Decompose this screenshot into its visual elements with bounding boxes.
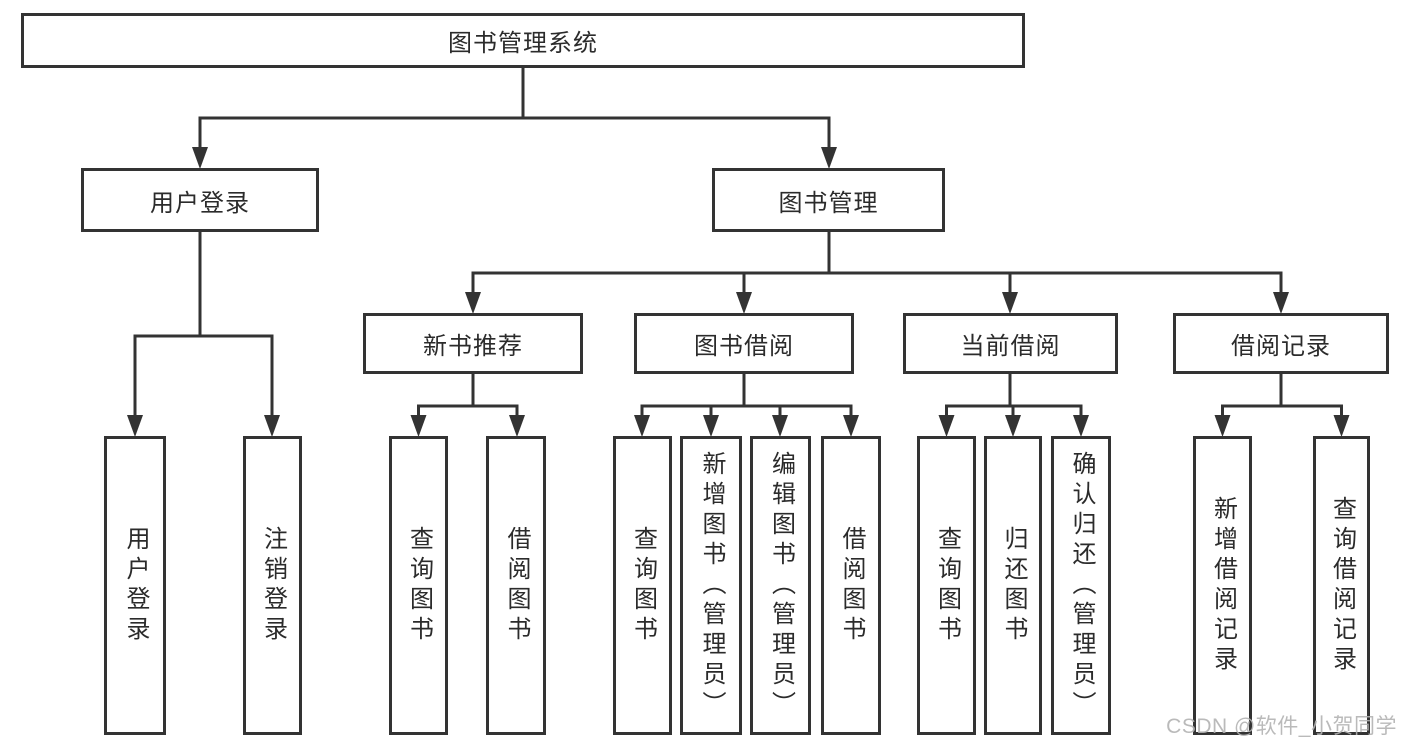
arrow-down-icon xyxy=(1073,415,1089,437)
arrow-down-icon xyxy=(1002,292,1018,314)
leaf-query-borrow-record-label: 查询借阅记录 xyxy=(1328,495,1356,676)
leaf-borrow-books-recommend-label: 借阅图书 xyxy=(503,525,530,646)
arrow-down-icon xyxy=(938,415,955,437)
leaf-logout-login-label: 注销登录 xyxy=(259,525,287,646)
node-root: 图书管理系统 xyxy=(21,13,1025,68)
arrow-down-icon xyxy=(192,147,208,169)
leaf-query-books-recommend-label: 查询图书 xyxy=(405,525,433,646)
node-borrow-records: 借阅记录 xyxy=(1173,313,1389,374)
leaf-query-books-recommend: 查询图书 xyxy=(389,436,448,735)
arrow-down-icon xyxy=(410,415,427,437)
leaf-logout-login: 注销登录 xyxy=(243,436,302,735)
leaf-query-books-current: 查询图书 xyxy=(917,436,976,735)
leaf-borrow-books-label: 借阅图书 xyxy=(838,525,865,646)
arrow-down-icon xyxy=(1273,292,1289,314)
leaf-query-borrow-record: 查询借阅记录 xyxy=(1313,436,1370,735)
leaf-query-books-current-label: 查询图书 xyxy=(933,525,961,646)
arrow-down-icon xyxy=(465,292,481,314)
leaf-add-borrow-record-label: 新增借阅记录 xyxy=(1209,495,1237,676)
leaf-confirm-return-admin: 确认归还（管理员） xyxy=(1051,436,1111,735)
arrow-down-icon xyxy=(703,415,719,437)
arrow-down-icon xyxy=(634,415,650,437)
arrow-down-icon xyxy=(821,147,837,169)
node-book-borrow-label: 图书借阅 xyxy=(694,333,794,360)
leaf-user-login-label: 用户登录 xyxy=(122,525,149,646)
leaf-add-borrow-record: 新增借阅记录 xyxy=(1193,436,1252,735)
node-user-login-label: 用户登录 xyxy=(150,189,250,217)
watermark-text: CSDN @软件_小贺同学 xyxy=(1166,715,1397,738)
node-borrow-records-label: 借阅记录 xyxy=(1231,333,1331,360)
arrow-down-icon xyxy=(1005,415,1021,437)
leaf-borrow-books-recommend: 借阅图书 xyxy=(486,436,546,735)
leaf-borrow-books: 借阅图书 xyxy=(821,436,881,735)
arrow-down-icon xyxy=(843,415,859,437)
node-root-label: 图书管理系统 xyxy=(448,30,598,57)
leaf-query-books-borrow-label: 查询图书 xyxy=(629,525,657,646)
leaf-return-books-label: 归还图书 xyxy=(1000,525,1027,646)
leaf-user-login: 用户登录 xyxy=(104,436,166,735)
node-current-borrow: 当前借阅 xyxy=(903,313,1118,374)
leaf-add-books-admin-label: 新增图书（管理员） xyxy=(698,450,725,721)
arrow-down-icon xyxy=(1214,415,1231,437)
leaf-edit-books-admin-label: 编辑图书（管理员） xyxy=(767,450,795,721)
arrow-down-icon xyxy=(772,415,788,437)
leaf-confirm-return-admin-label: 确认归还（管理员） xyxy=(1068,450,1095,721)
arrow-down-icon xyxy=(1333,415,1350,437)
leaf-query-books-borrow: 查询图书 xyxy=(613,436,672,735)
arrow-down-icon xyxy=(127,415,143,437)
arrow-down-icon xyxy=(264,415,280,437)
node-new-book-recommend: 新书推荐 xyxy=(363,313,583,374)
node-current-borrow-label: 当前借阅 xyxy=(960,333,1061,360)
leaf-add-books-admin: 新增图书（管理员） xyxy=(680,436,742,735)
leaf-return-books: 归还图书 xyxy=(984,436,1042,735)
leaf-edit-books-admin: 编辑图书（管理员） xyxy=(750,436,811,735)
arrow-down-icon xyxy=(509,415,525,437)
node-book-management-label: 图书管理 xyxy=(778,189,879,217)
node-user-login: 用户登录 xyxy=(81,168,319,232)
node-book-management: 图书管理 xyxy=(712,168,945,232)
node-new-book-recommend-label: 新书推荐 xyxy=(423,333,523,360)
arrow-down-icon xyxy=(736,292,752,314)
node-book-borrow: 图书借阅 xyxy=(634,313,854,374)
